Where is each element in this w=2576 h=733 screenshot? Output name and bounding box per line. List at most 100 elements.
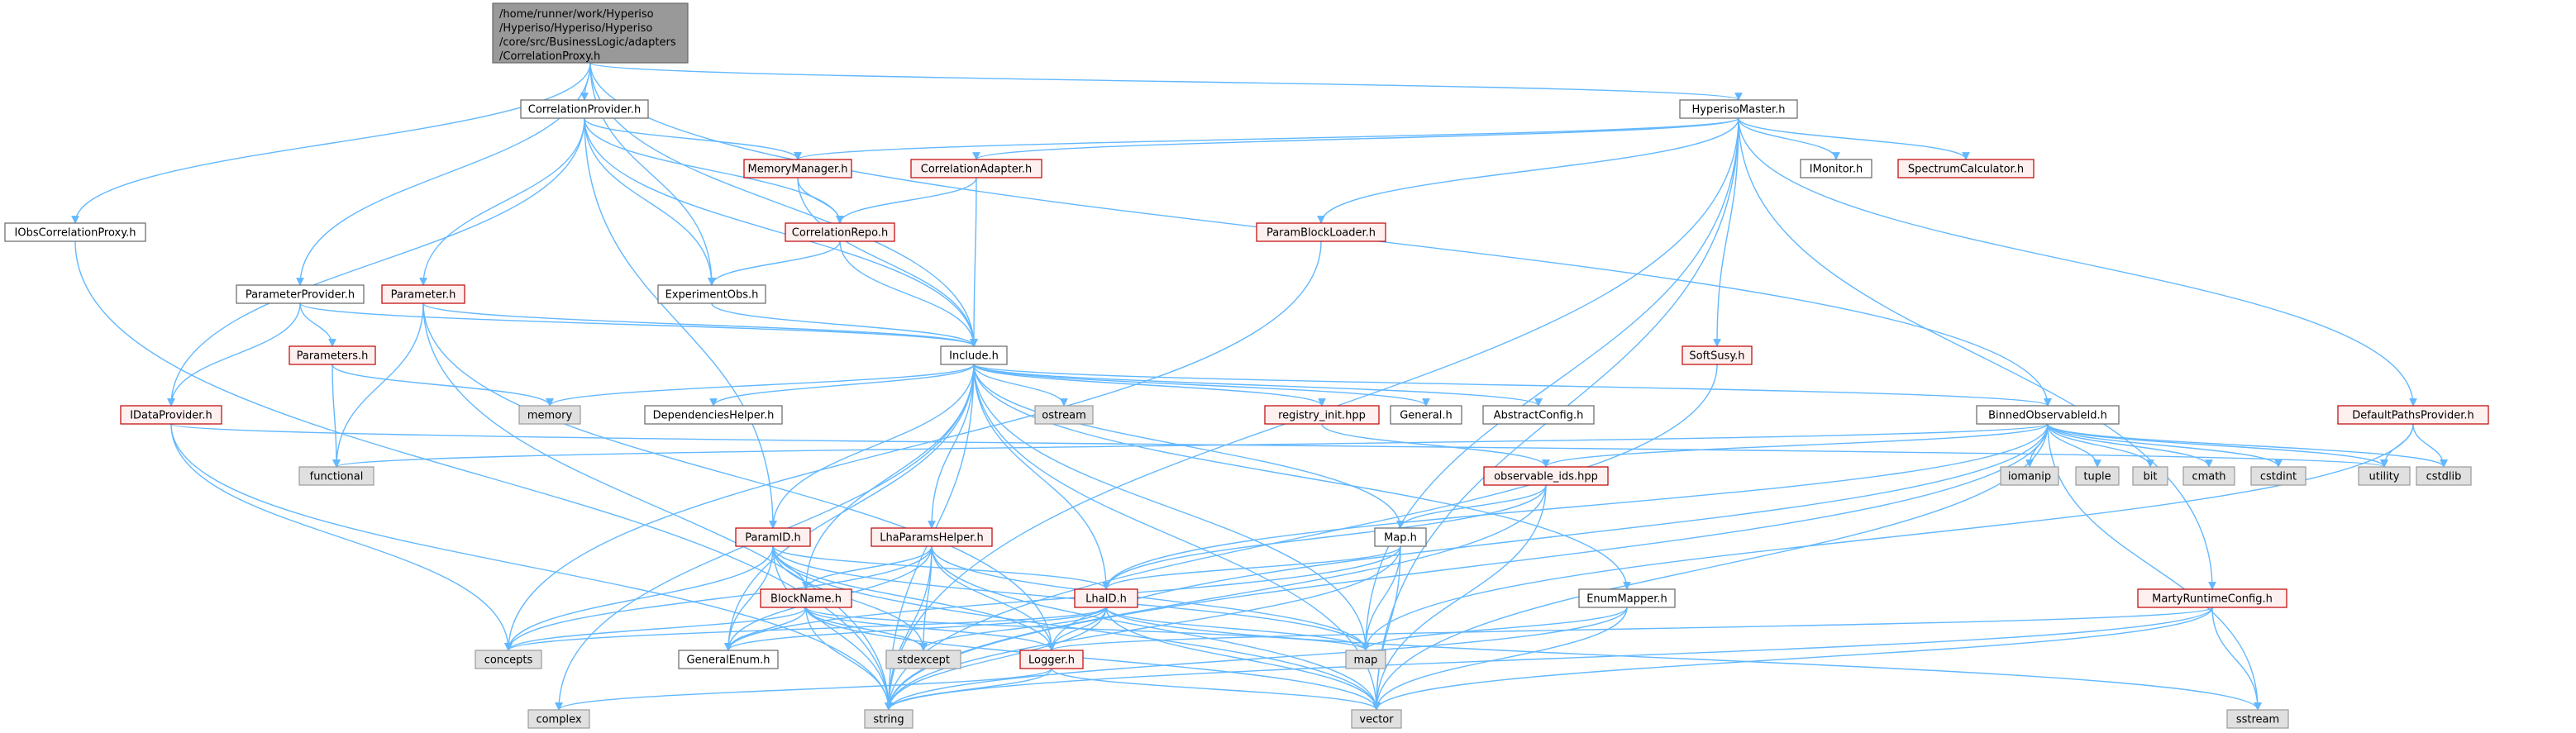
node-block-name[interactable]: BlockName.h xyxy=(760,588,852,608)
node-iobs-correlation-proxy[interactable]: IObsCorrelationProxy.h xyxy=(4,222,146,242)
edge-correlation-provider-to-param-id xyxy=(584,117,777,529)
node-logger[interactable]: Logger.h xyxy=(1019,650,1084,669)
node-stdexcept[interactable]: stdexcept xyxy=(885,650,961,669)
node-cstdint[interactable]: cstdint xyxy=(2250,466,2306,486)
edge-lha-id-to-stdexcept xyxy=(919,607,1107,651)
node-label: tuple xyxy=(2083,471,2111,483)
node-box xyxy=(289,345,376,365)
edge-hyperiso-master-to-marty-runtime-config xyxy=(1738,117,2216,590)
node-map-h[interactable]: Map.h xyxy=(1374,527,1427,547)
edge-include-to-registry-init xyxy=(973,364,1326,407)
root-node-line-1: /home/runner/work/Hyperiso xyxy=(499,8,654,21)
node-label: bit xyxy=(2144,471,2158,483)
node-box xyxy=(1374,527,1427,547)
edge-marty-runtime-config-to-sstream xyxy=(2211,607,2262,711)
node-box xyxy=(2075,466,2120,486)
node-correlation-adapter[interactable]: CorrelationAdapter.h xyxy=(910,159,1042,178)
node-map[interactable]: map xyxy=(1345,650,1386,669)
edge-map-h-to-lha-id xyxy=(1102,545,1401,590)
node-param-block-loader[interactable]: ParamBlockLoader.h xyxy=(1256,222,1386,242)
node-tuple[interactable]: tuple xyxy=(2075,466,2120,486)
node-abstract-config[interactable]: AbstractConfig.h xyxy=(1482,405,1595,425)
edge-observable-ids-to-lha-id xyxy=(1102,484,1547,590)
node-soft-susy[interactable]: SoftSusy.h xyxy=(1682,345,1753,365)
edge-include-to-map-h xyxy=(973,364,1405,529)
node-parameters[interactable]: Parameters.h xyxy=(289,345,376,365)
edge-param-id-to-concepts xyxy=(504,545,774,651)
node-ostream[interactable]: ostream xyxy=(1034,405,1094,425)
node-complex[interactable]: complex xyxy=(527,709,590,729)
node-spectrum-calculator[interactable]: SpectrumCalculator.h xyxy=(1897,159,2035,178)
edge-include-to-general-enum xyxy=(724,364,975,651)
node-binned-observable-id[interactable]: BinnedObservableId.h xyxy=(1976,405,2120,425)
node-box xyxy=(1800,159,1872,178)
node-imonitor[interactable]: IMonitor.h xyxy=(1800,159,1872,178)
edge-observable-ids-to-vector xyxy=(1372,484,1547,711)
edge-hyperiso-master-to-soft-susy xyxy=(1713,117,1739,347)
node-cmath[interactable]: cmath xyxy=(2182,466,2235,486)
edge-lha-id-to-concepts xyxy=(504,607,1107,651)
node-hyperiso-master[interactable]: HyperisoMaster.h xyxy=(1679,99,1798,119)
edge-binned-observable-id-to-cmath xyxy=(2047,423,2213,468)
edge-root-to-experiment-obs xyxy=(589,62,716,286)
edge-hyperiso-master-to-correlation-adapter xyxy=(972,117,1739,160)
node-label: complex xyxy=(536,714,581,726)
edge-include-to-enum-mapper xyxy=(973,364,1631,590)
node-box xyxy=(520,99,649,119)
edge-lha-params-helper-to-string xyxy=(885,545,933,711)
node-box xyxy=(864,709,914,729)
edge-parameter-provider-to-parameters xyxy=(299,302,336,347)
edge-default-paths-provider-to-cstdlib xyxy=(2412,423,2448,468)
edge-parameters-to-memory xyxy=(332,364,554,407)
node-bit[interactable]: bit xyxy=(2132,466,2168,486)
node-correlation-repo[interactable]: CorrelationRepo.h xyxy=(785,222,895,242)
node-dependencies-helper[interactable]: DependenciesHelper.h xyxy=(644,405,783,425)
node-correlation-provider[interactable]: CorrelationProvider.h xyxy=(520,99,649,119)
edge-default-paths-provider-to-map xyxy=(1362,423,2414,651)
edge-binned-observable-id-to-logger xyxy=(1047,423,2049,651)
node-functional[interactable]: functional xyxy=(298,466,374,486)
node-lha-params-helper[interactable]: LhaParamsHelper.h xyxy=(871,527,993,547)
node-lha-id[interactable]: LhaID.h xyxy=(1074,588,1138,608)
root-node-correlation-proxy[interactable]: /home/runner/work/Hyperiso /Hyperiso/Hyp… xyxy=(492,2,689,64)
edge-param-id-to-general-enum xyxy=(724,545,774,651)
node-iomanip[interactable]: iomanip xyxy=(2000,466,2059,486)
node-vector[interactable]: vector xyxy=(1351,709,1402,729)
node-enum-mapper[interactable]: EnumMapper.h xyxy=(1578,588,1676,608)
node-label: BlockName.h xyxy=(770,593,842,606)
edge-enum-mapper-to-string xyxy=(885,607,1628,711)
node-label: observable_ids.hpp xyxy=(1494,471,1598,483)
node-label: ostream xyxy=(1042,410,1086,422)
node-idata-provider[interactable]: IDataProvider.h xyxy=(120,405,222,425)
node-experiment-obs[interactable]: ExperimentObs.h xyxy=(657,284,766,304)
node-box xyxy=(1482,405,1595,425)
edge-idata-provider-to-utility xyxy=(170,423,2388,468)
node-include[interactable]: Include.h xyxy=(940,345,1008,365)
node-box xyxy=(2416,466,2472,486)
node-box xyxy=(1019,650,1084,669)
node-memory[interactable]: memory xyxy=(518,405,581,425)
node-concepts[interactable]: concepts xyxy=(475,650,542,669)
node-registry-init[interactable]: registry_init.hpp xyxy=(1264,405,1380,425)
root-node-line-2: /Hyperiso/Hyperiso/Hyperiso xyxy=(499,22,652,35)
node-memory-manager[interactable]: MemoryManager.h xyxy=(743,159,852,178)
node-sstream[interactable]: sstream xyxy=(2226,709,2289,729)
node-parameter[interactable]: Parameter.h xyxy=(381,284,465,304)
node-cstdlib[interactable]: cstdlib xyxy=(2416,466,2472,486)
node-label: MemoryManager.h xyxy=(747,164,847,176)
edge-correlation-adapter-to-correlation-repo xyxy=(836,177,977,224)
node-box xyxy=(1679,99,1798,119)
node-param-id[interactable]: ParamID.h xyxy=(735,527,811,547)
node-marty-runtime-config[interactable]: MartyRuntimeConfig.h xyxy=(2137,588,2287,608)
edge-include-to-param-id xyxy=(769,364,975,529)
node-observable-ids[interactable]: observable_ids.hpp xyxy=(1483,466,1609,486)
edge-binned-observable-id-to-lha-id xyxy=(1102,423,2049,590)
edge-logger-to-vector xyxy=(1051,668,1381,711)
node-string[interactable]: string xyxy=(864,709,914,729)
node-label: General.h xyxy=(1400,410,1453,422)
node-general-enum[interactable]: GeneralEnum.h xyxy=(678,650,779,669)
node-utility[interactable]: utility xyxy=(2358,466,2411,486)
node-parameter-provider[interactable]: ParameterProvider.h xyxy=(236,284,365,304)
node-general[interactable]: General.h xyxy=(1390,405,1462,425)
node-default-paths-provider[interactable]: DefaultPathsProvider.h xyxy=(2337,405,2489,425)
